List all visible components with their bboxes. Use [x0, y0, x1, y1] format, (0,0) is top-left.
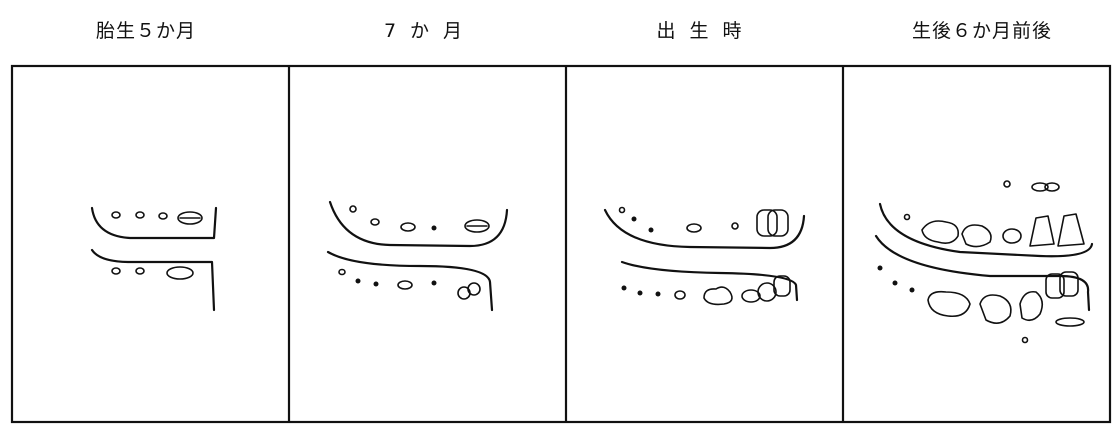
lower-jaw-outline [620, 260, 799, 302]
upper-jaw-outline [90, 206, 218, 240]
panel-title-6-months-after-birth: 生後６か月前後 [911, 20, 1052, 42]
figure-frame [10, 64, 1112, 424]
jaw-sketch-at-birth [603, 206, 806, 306]
panel-title-at-birth: 出生時 [656, 20, 756, 42]
jaw-sketch-fetal-5-months [90, 206, 218, 312]
lower-jaw-outline [326, 250, 494, 312]
lower-jaw-outline [874, 234, 1091, 312]
upper-jaw-outline [878, 202, 1094, 258]
panel-title-7-months: 7か月 [383, 20, 477, 42]
jaw-sketch-7-months [326, 200, 509, 312]
lower-jaw-outline [90, 248, 216, 312]
upper-jaw-outline [328, 200, 509, 248]
panel-title-fetal-5-months: 胎生５か月 [95, 20, 196, 42]
upper-jaw-outline [603, 208, 806, 250]
jaw-sketch-6-months-after-birth [874, 180, 1094, 344]
